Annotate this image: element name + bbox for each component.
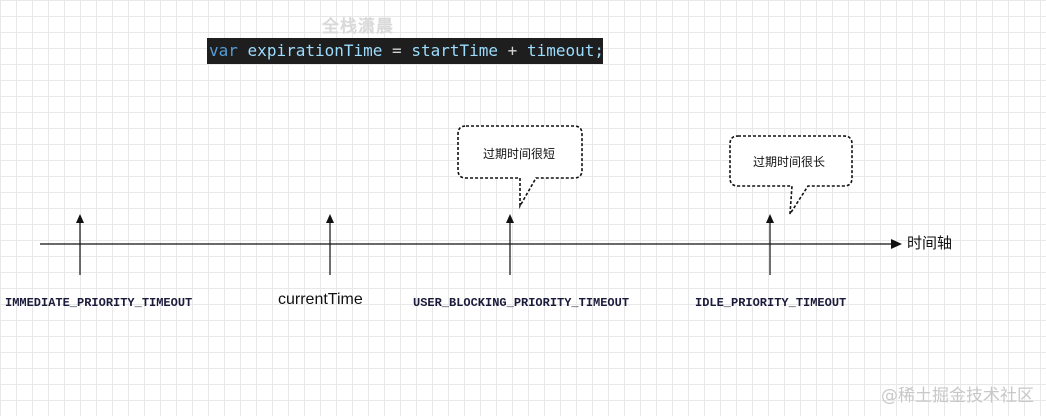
callout-bubble-long (729, 135, 853, 215)
marker-arrow-user-blocking (506, 214, 514, 275)
code-snippet: var expirationTime = startTime + timeout… (207, 38, 605, 64)
marker-arrow-immediate (76, 214, 84, 275)
code-equals: = (392, 41, 402, 60)
axis-label: 时间轴 (907, 234, 953, 252)
marker-arrow-current-time (326, 214, 334, 275)
marker-label-user-blocking: USER_BLOCKING_PRIORITY_TIMEOUT (413, 296, 630, 310)
code-variable: expirationTime (247, 41, 383, 60)
watermark-footer: @稀土掘金技术社区 (881, 386, 1034, 406)
timeline-axis-arrowhead (891, 239, 902, 249)
callout-bubble-short (457, 125, 583, 210)
marker-label-current-time: currentTime (278, 291, 363, 308)
marker-label-idle: IDLE_PRIORITY_TIMEOUT (695, 296, 847, 310)
watermark-title: 全栈潇晨 (322, 17, 394, 37)
callout-text-long: 过期时间很长 (753, 155, 826, 169)
code-operand-start: startTime (411, 41, 499, 60)
marker-arrow-idle (766, 214, 774, 275)
code-operand-timeout: timeout; (526, 41, 605, 60)
marker-label-immediate: IMMEDIATE_PRIORITY_TIMEOUT (5, 296, 193, 310)
callout-text-short: 过期时间很短 (483, 147, 556, 161)
code-plus: + (507, 41, 518, 60)
code-keyword: var (209, 41, 238, 60)
